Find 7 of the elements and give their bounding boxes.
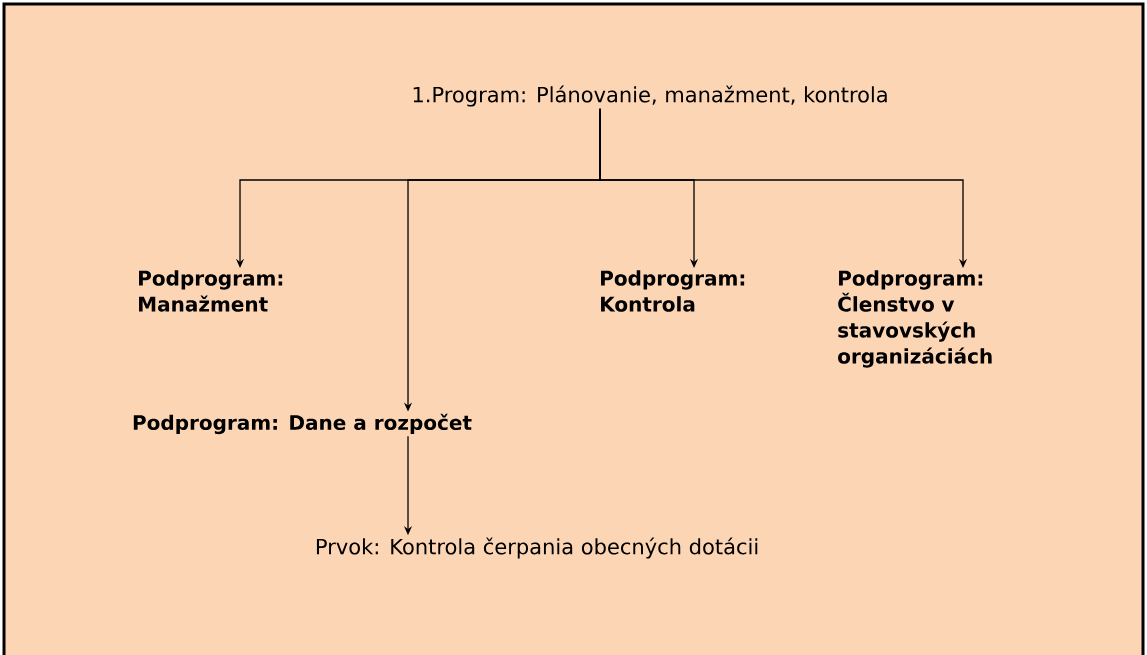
subprogram-label: Podprogram: Manažment bbox=[139, 270, 283, 312]
program-heading: 1.Program: Plánovanie, manažment, kontrola bbox=[413, 85, 887, 107]
element-label: Prvok: Kontrola čerpania obecných dotácii bbox=[316, 537, 758, 559]
subprogram-label: Podprogram: Kontrola bbox=[601, 270, 745, 312]
subprogram-label: Podprogram: Členstvo v stavovských organizáciách bbox=[838, 270, 992, 368]
arrow bbox=[599, 108, 968, 268]
subprogram-label: Podprogram: Dane a rozpočet bbox=[133, 413, 472, 435]
